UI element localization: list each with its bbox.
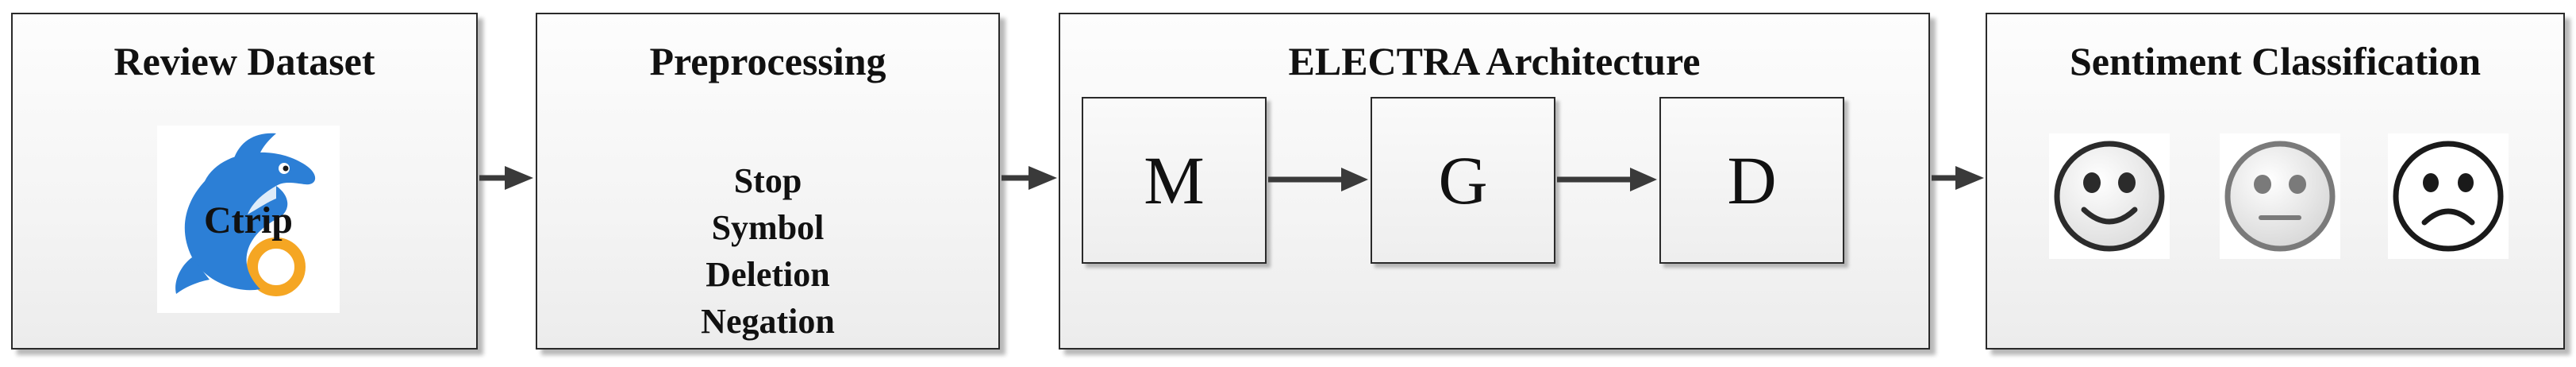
sentiment-panel: Sentiment Classification xyxy=(1986,13,2565,350)
sentiment-title: Sentiment Classification xyxy=(2069,39,2482,83)
arrow-dataset-to-preprocessing xyxy=(479,166,533,190)
arrow-g-to-d xyxy=(1557,168,1657,191)
happy-face xyxy=(2049,133,2170,259)
happy-face-icon xyxy=(2054,141,2165,252)
preprocessing-panel: Preprocessing Stop Symbol Deletion Negat… xyxy=(536,13,1000,350)
step-symbol: Symbol xyxy=(711,208,825,247)
electra-title: ELECTRA Architecture xyxy=(1288,39,1701,83)
sad-face xyxy=(2388,133,2509,259)
sad-face-icon xyxy=(2393,141,2504,252)
arrow-electra-to-sentiment xyxy=(1932,166,1984,190)
step-negation: Negation xyxy=(701,302,835,341)
review-dataset-panel: Review Dataset Ctrip xyxy=(11,13,478,350)
preprocessing-title: Preprocessing xyxy=(649,39,886,83)
arrow-preprocessing-to-electra xyxy=(1002,166,1057,190)
ctrip-logo: Ctrip xyxy=(157,126,340,313)
neutral-face-icon xyxy=(2224,141,2336,252)
block-g: G xyxy=(1371,97,1555,264)
electra-panel: ELECTRA Architecture M G D xyxy=(1059,13,1930,350)
ctrip-logo-text: Ctrip xyxy=(204,199,293,241)
dolphin-logo-icon xyxy=(175,133,316,296)
block-d: D xyxy=(1659,97,1844,264)
preprocessing-steps: Stop Symbol Deletion Negation xyxy=(537,157,998,345)
arrow-m-to-g xyxy=(1268,168,1368,191)
review-dataset-title: Review Dataset xyxy=(113,39,375,83)
step-stop: Stop xyxy=(733,161,802,200)
block-m: M xyxy=(1082,97,1267,264)
neutral-face xyxy=(2220,133,2340,259)
step-deletion: Deletion xyxy=(706,255,830,294)
